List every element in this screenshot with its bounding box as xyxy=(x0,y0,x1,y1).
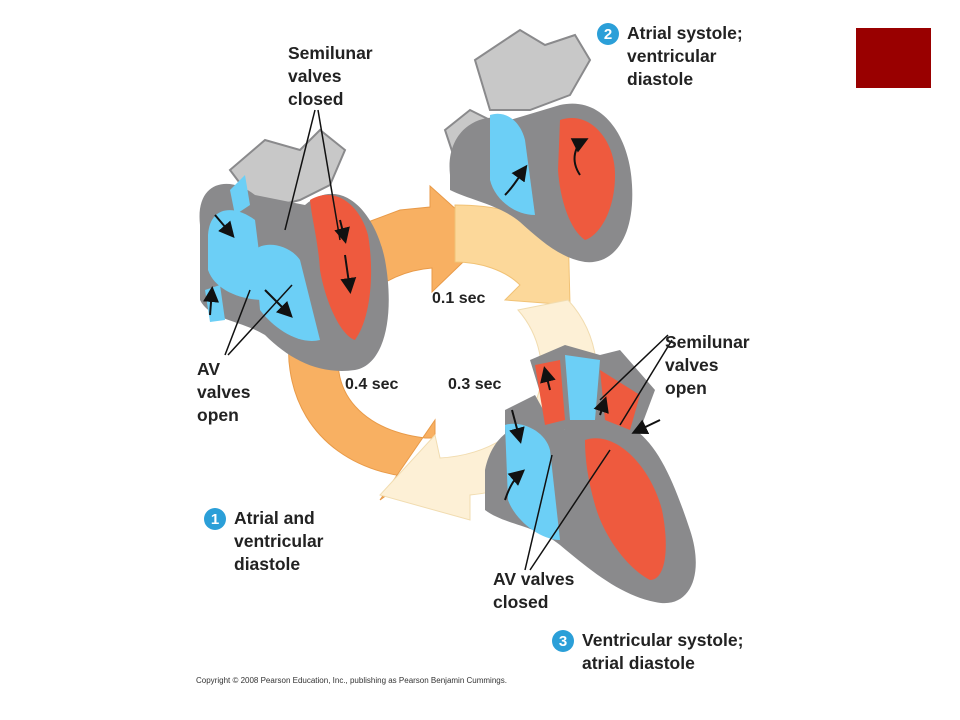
heart-diastole xyxy=(199,128,389,371)
step-3-caption: 3 Ventricular systole; atrial diastole xyxy=(552,629,743,675)
step-3-text: Ventricular systole; atrial diastole xyxy=(582,630,744,673)
step-1-text: Atrial and ventricular diastole xyxy=(234,508,324,574)
label-av-valves-closed: AV valves closed xyxy=(493,569,575,612)
step-2-caption: 2 Atrial systole; ventricular diastole xyxy=(597,22,743,90)
label-semilunar-valves-closed: Semilunar valves closed xyxy=(288,43,373,109)
leader-lines xyxy=(224,109,673,571)
step-2-text: Atrial systole; ventricular diastole xyxy=(627,23,743,89)
label-semilunar-valves-open: Semilunar valves open xyxy=(665,332,750,398)
copyright-notice: Copyright © 2008 Pearson Education, Inc.… xyxy=(196,676,507,685)
step-1-badge: 1 xyxy=(204,508,226,530)
step-3-badge: 3 xyxy=(552,630,574,652)
duration-0-4-sec: 0.4 sec xyxy=(345,376,399,393)
flow-arrows xyxy=(203,138,661,501)
duration-0-1-sec: 0.1 sec xyxy=(432,290,486,307)
step-1-caption: 1 Atrial and ventricular diastole xyxy=(204,507,323,575)
label-av-valves-open: AV valves open xyxy=(197,359,251,425)
accent-square xyxy=(856,28,931,88)
duration-0-3-sec: 0.3 sec xyxy=(448,376,502,393)
step-2-badge: 2 xyxy=(597,23,619,45)
